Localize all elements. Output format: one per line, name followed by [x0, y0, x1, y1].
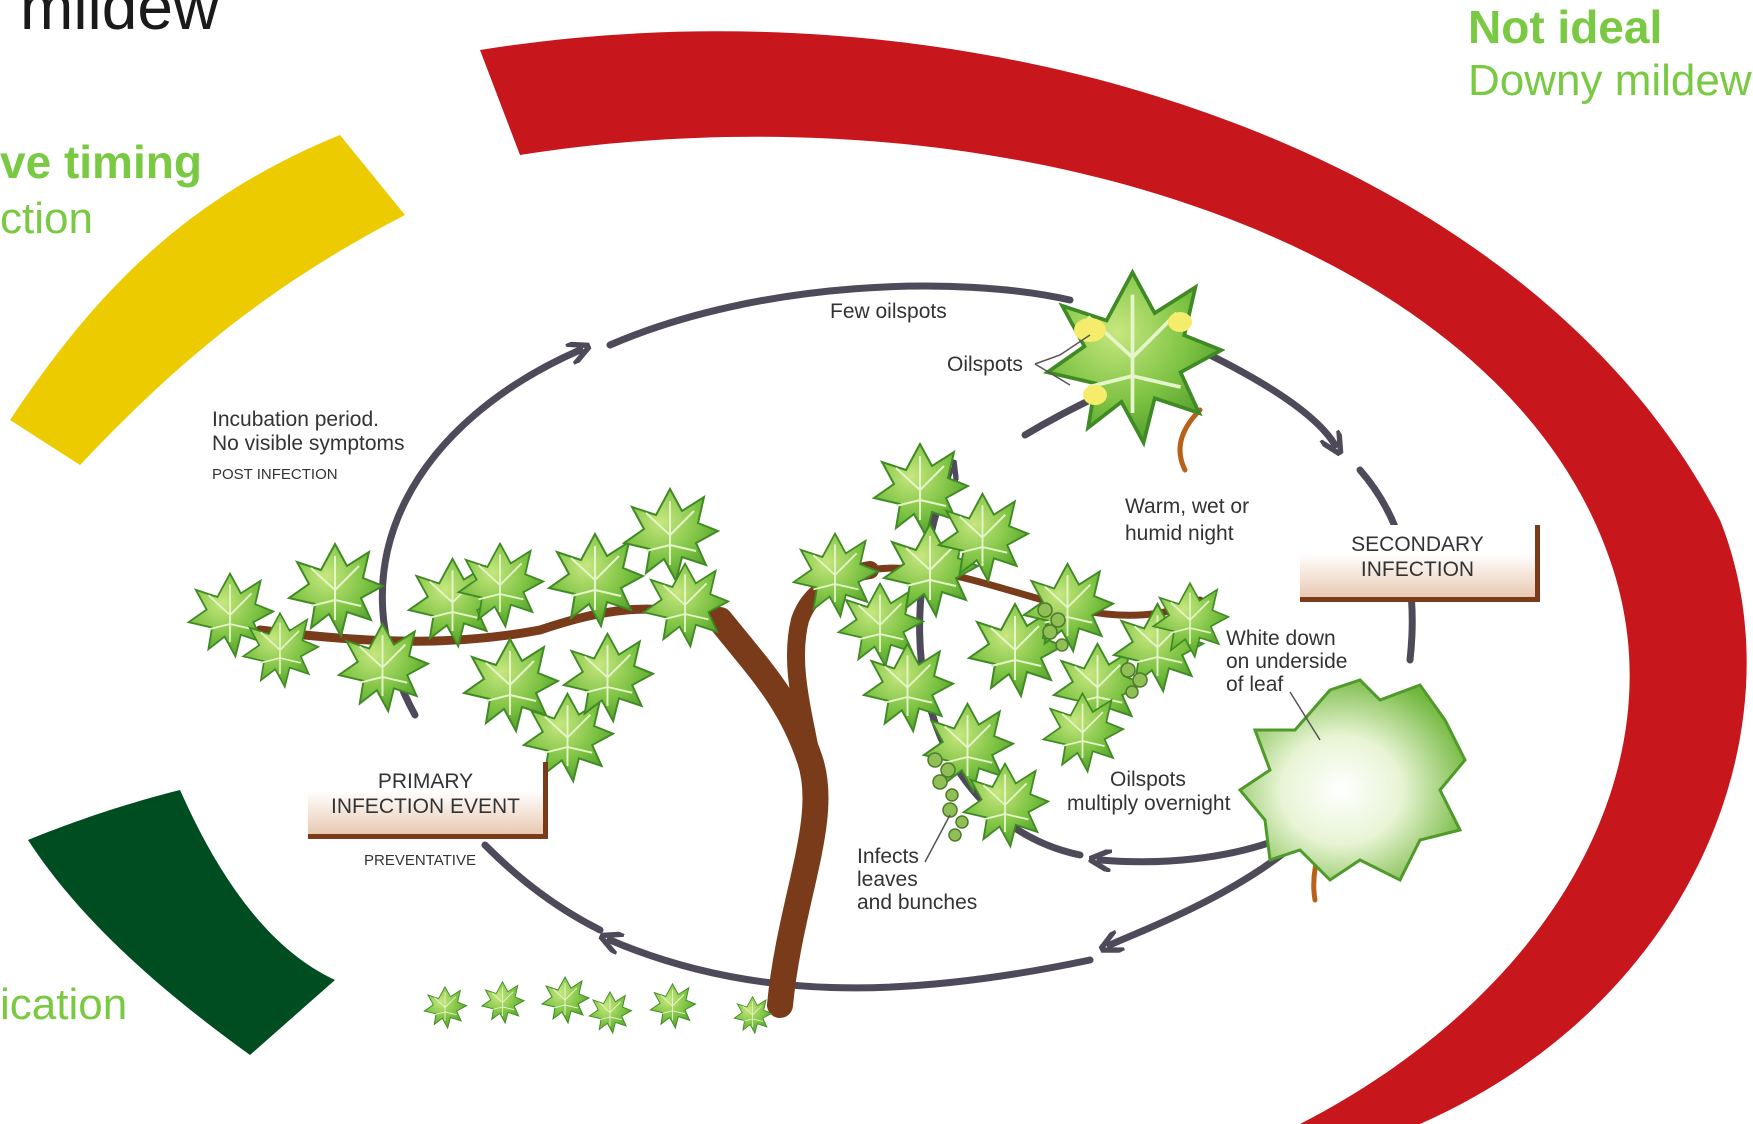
primary-infection-box: PRIMARY INFECTION EVENT [308, 762, 548, 839]
yellow-timing-title: ve timing [0, 136, 202, 188]
incubation-label-2: No visible symptoms [212, 432, 405, 455]
not-ideal-red-arc [480, 31, 1747, 1124]
infects-label-2: leaves [857, 868, 918, 891]
arrow-whiteleaf-to-bottom [1110, 836, 1304, 945]
green-timing-subtitle: ication [0, 980, 128, 1029]
white-down-leaf [1237, 678, 1467, 883]
arrow-top-to-leaf [606, 282, 1074, 349]
preventative-label: PREVENTATIVE [364, 852, 476, 869]
multiply-label-2: multiply overnight [1067, 792, 1231, 815]
grape-bunches [927, 602, 1148, 842]
arrow-primary-bottom [481, 841, 604, 934]
arrow-leaf-to-secondary [1206, 351, 1335, 445]
white-down-label-1: White down [1226, 627, 1336, 650]
white-down-label-3: of leaf [1226, 673, 1284, 696]
post-infection-label: POST INFECTION [212, 466, 338, 483]
white-down-label-2: on underside [1226, 650, 1348, 673]
oilspots-label: Oilspots [947, 353, 1023, 376]
warm-wet-label-1: Warm, wet or [1125, 495, 1250, 518]
incubation-label-1: Incubation period. [212, 408, 379, 431]
not-ideal-title: Not ideal [1468, 1, 1663, 53]
fallen-leaves [423, 976, 773, 1034]
dark-green-arc [28, 790, 335, 1055]
secondary-label-2: INFECTION [1360, 558, 1475, 581]
warm-wet-label-2: humid night [1125, 522, 1234, 545]
secondary-infection-box: SECONDARY INFECTION [1300, 525, 1540, 602]
primary-label-2: INFECTION EVENT [330, 795, 520, 818]
few-oilspots-label: Few oilspots [830, 300, 947, 323]
multiply-label-1: Oilspots [1110, 768, 1186, 791]
secondary-label-1: SECONDARY [1351, 533, 1484, 556]
arrow-bottom-to-primary [610, 940, 1094, 992]
infects-label-1: Infects [857, 845, 919, 868]
arrow-whiteleaf-to-inner [1100, 831, 1294, 862]
primary-label-1: PRIMARY [377, 770, 474, 793]
leader-lines [924, 334, 1321, 863]
page-title-fragment: mildew [20, 0, 220, 43]
yellow-timing-arc [10, 135, 405, 465]
arrow-inner-to-leaf [1021, 396, 1094, 439]
infects-label-3: and bunches [857, 891, 978, 914]
not-ideal-subtitle: Downy mildew [1468, 56, 1752, 105]
yellow-timing-subtitle: ction [0, 194, 93, 243]
oilspot-leaf [1045, 270, 1224, 445]
